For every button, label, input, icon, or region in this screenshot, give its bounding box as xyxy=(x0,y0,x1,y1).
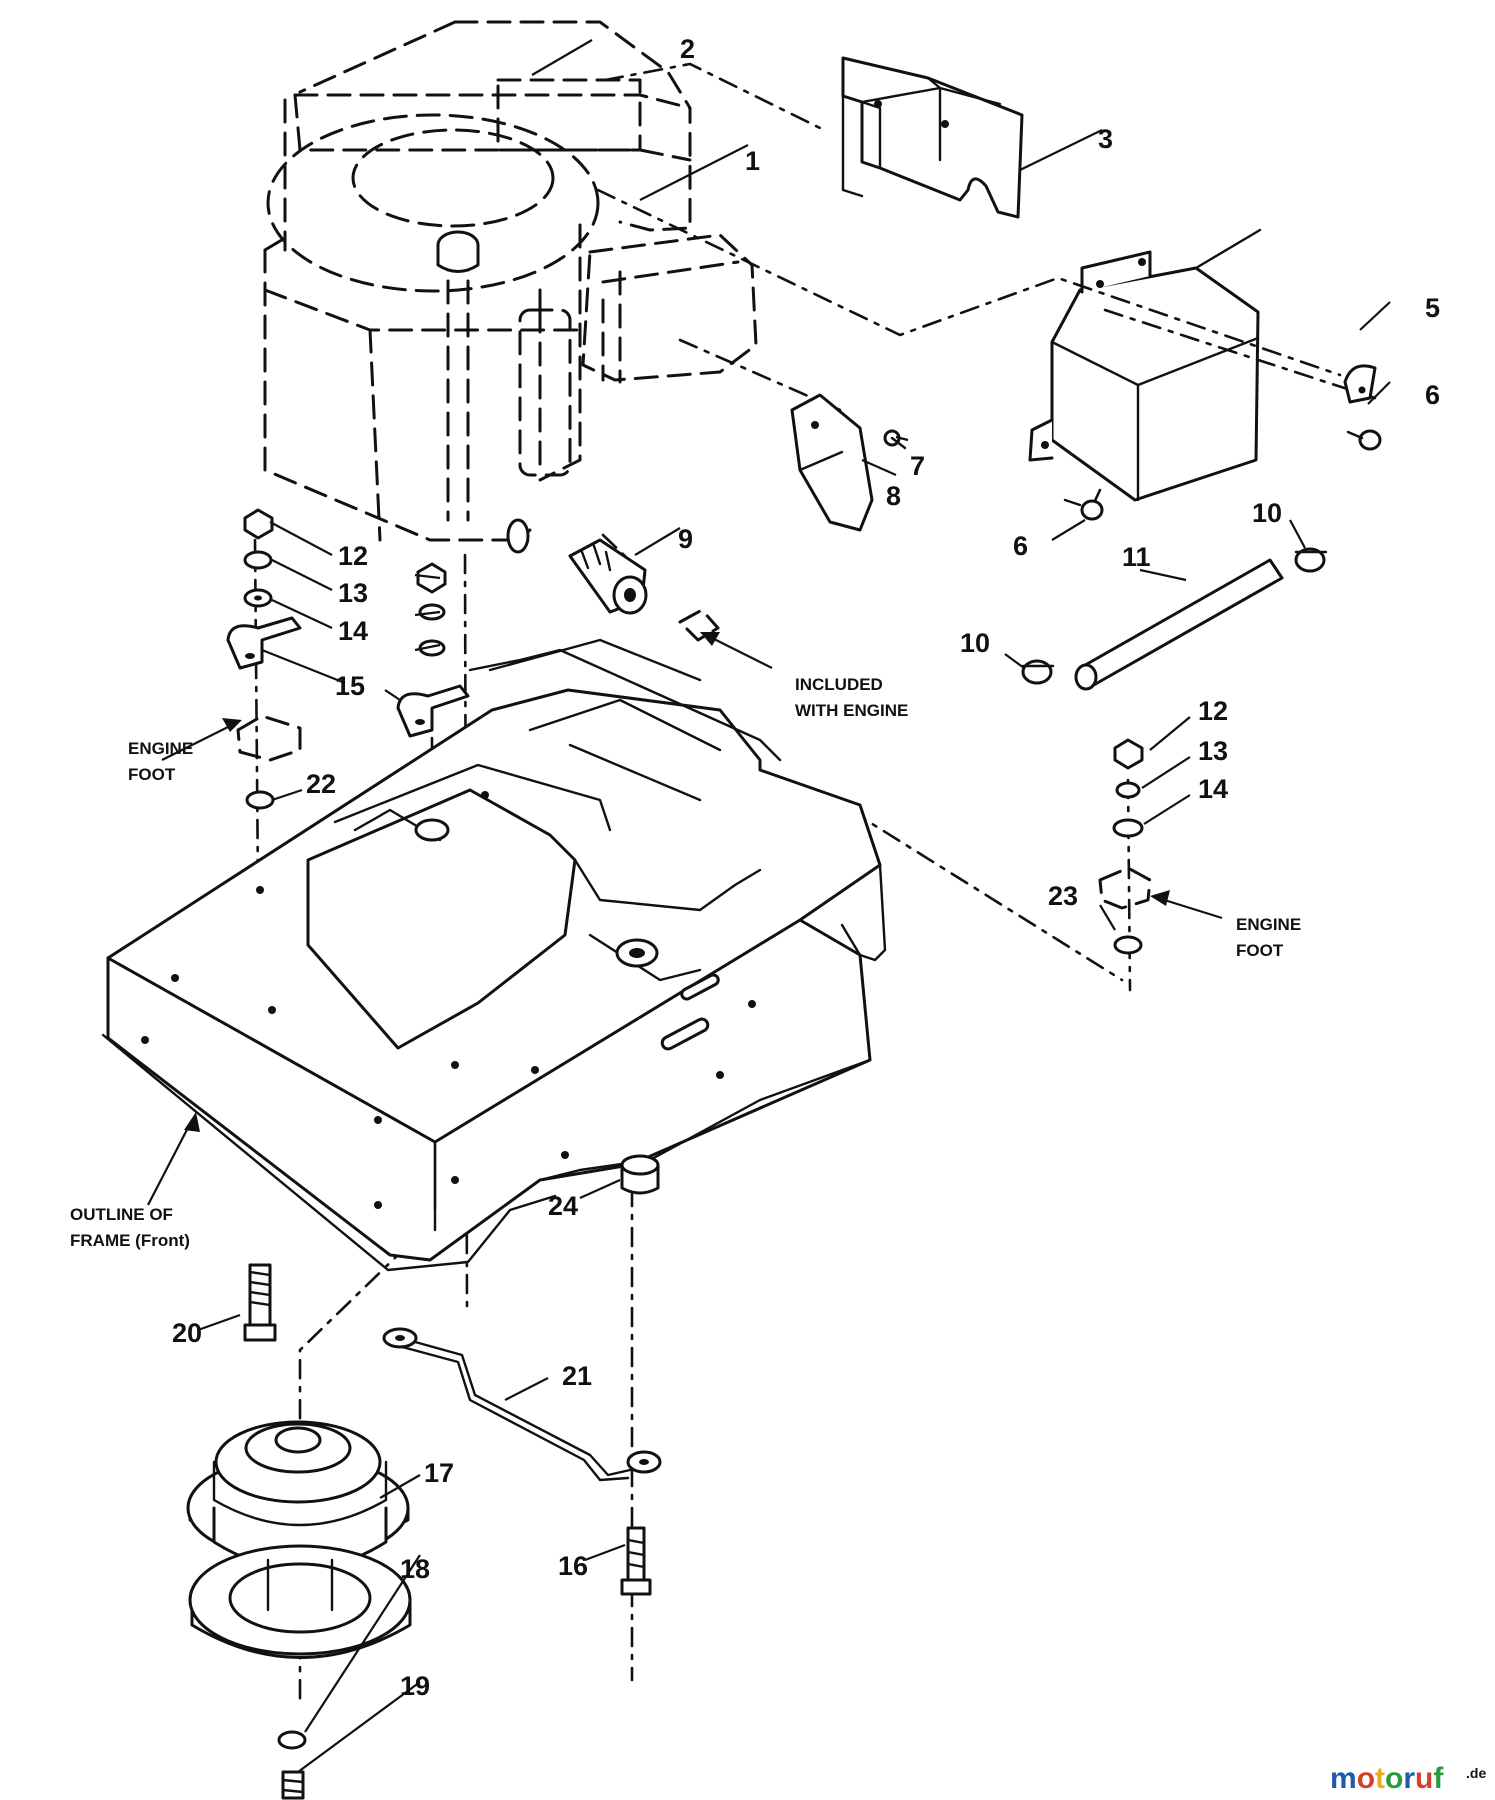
callout-1: 1 xyxy=(745,146,760,176)
engine-outline xyxy=(263,20,692,542)
callout-3: 3 xyxy=(1098,124,1113,154)
note-included-line2: WITH ENGINE xyxy=(795,701,908,720)
part-21-rod xyxy=(382,1327,662,1482)
wm-letter: m xyxy=(1330,1762,1357,1795)
callout-18: 18 xyxy=(400,1554,430,1584)
note-included-line1: INCLUDED xyxy=(795,675,883,694)
wm-letter: f xyxy=(1433,1762,1444,1795)
callout-16: 16 xyxy=(558,1551,588,1581)
callout-8: 8 xyxy=(886,481,901,511)
part-24-spacer xyxy=(620,1154,660,1195)
heat-shield xyxy=(841,56,1024,219)
leader-lines xyxy=(197,39,1391,1773)
callout-9: 9 xyxy=(678,524,693,554)
muffler-outline xyxy=(581,233,758,384)
included-fitting xyxy=(678,608,720,642)
note-outline-frame-line2: FRAME (Front) xyxy=(70,1231,190,1250)
part-8-bracket xyxy=(790,393,874,532)
callout-10-lower: 10 xyxy=(960,628,990,658)
callout-13-right: 13 xyxy=(1198,736,1228,766)
callout-10-upper: 10 xyxy=(1252,498,1282,528)
part-6-screw-upper xyxy=(1346,429,1382,451)
callout-7: 7 xyxy=(910,451,925,481)
note-engine-foot-left-line1: ENGINE xyxy=(128,739,193,758)
annotation-notes: INCLUDED WITH ENGINE ENGINE FOOT ENGINE … xyxy=(70,675,1301,1250)
callout-14-right: 14 xyxy=(1198,774,1228,804)
callout-12-left: 12 xyxy=(338,541,368,571)
part-11-hose xyxy=(1074,558,1284,691)
wm-letter: o xyxy=(1357,1762,1375,1795)
callout-20: 20 xyxy=(172,1318,202,1348)
callout-19: 19 xyxy=(400,1671,430,1701)
part-17-pulley xyxy=(186,1420,412,1659)
callout-5: 5 xyxy=(1425,293,1440,323)
wm-letter: u xyxy=(1415,1762,1433,1795)
part-19-bolt xyxy=(281,1770,305,1800)
part-18-washer xyxy=(277,1730,307,1750)
callout-23: 23 xyxy=(1048,881,1078,911)
callout-17: 17 xyxy=(424,1458,454,1488)
part-16-bolt xyxy=(620,1526,652,1596)
note-engine-foot-left-line2: FOOT xyxy=(128,765,176,784)
wm-letter: t xyxy=(1375,1762,1385,1795)
callout-6-upper: 6 xyxy=(1425,380,1440,410)
wm-letter: o xyxy=(1385,1762,1403,1795)
svg-text:motoruf: motoruf xyxy=(1330,1762,1444,1795)
engine-drain-fitting xyxy=(506,518,530,554)
part-5-clamp xyxy=(1343,364,1377,404)
part-20-bolt xyxy=(243,1263,277,1342)
callout-22: 22 xyxy=(306,769,336,799)
right-fasteners xyxy=(1098,738,1152,955)
callout-2: 2 xyxy=(680,34,695,64)
note-outline-frame-line1: OUTLINE OF xyxy=(70,1205,173,1224)
part-9-fitting xyxy=(568,538,648,615)
frame xyxy=(101,638,887,1272)
muffler-box xyxy=(1028,228,1262,502)
note-engine-foot-right-line1: ENGINE xyxy=(1236,915,1301,934)
callout-21: 21 xyxy=(562,1361,592,1391)
part-10-clamp-lower xyxy=(1021,659,1055,685)
callout-6-lower: 6 xyxy=(1013,531,1028,561)
callout-13-left: 13 xyxy=(338,578,368,608)
callout-11: 11 xyxy=(1122,542,1151,572)
part-6-screw-lower xyxy=(1063,498,1104,521)
callout-15: 15 xyxy=(335,671,365,701)
wm-suffix: .de xyxy=(1466,1765,1486,1781)
left-fasteners xyxy=(226,508,470,810)
callout-24: 24 xyxy=(548,1191,578,1221)
wm-letter: r xyxy=(1403,1762,1415,1795)
callout-numbers: 1 2 3 5 6 6 7 8 9 10 10 11 12 13 14 15 2… xyxy=(172,34,1440,1701)
watermark-logo: motoruf .de xyxy=(1330,1762,1486,1795)
part-10-clamp-upper xyxy=(1294,547,1328,573)
arrows xyxy=(147,632,1223,1206)
callout-14-left: 14 xyxy=(338,616,368,646)
note-engine-foot-right-line2: FOOT xyxy=(1236,941,1284,960)
callout-12-right: 12 xyxy=(1198,696,1228,726)
